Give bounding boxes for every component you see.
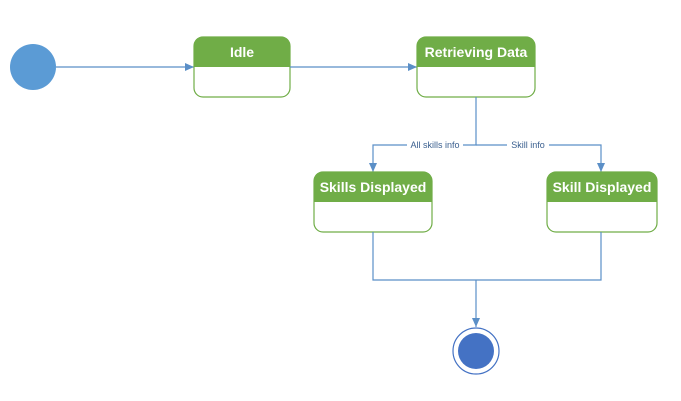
state-retrieving-data-title: Retrieving Data	[425, 44, 528, 60]
initial-node	[10, 44, 56, 90]
state-skill-displayed-title: Skill Displayed	[553, 179, 652, 195]
edge-skill-displayed-to-join	[476, 232, 602, 281]
state-skill-displayed[interactable]: Skill Displayed	[546, 171, 658, 233]
final-node	[452, 327, 500, 375]
edge-skills-displayed-to-join	[372, 232, 476, 281]
state-idle-title: Idle	[230, 44, 254, 60]
edge-retrieving-to-skills-displayed	[369, 97, 477, 172]
edge-label-all-skills-info: All skills info	[410, 140, 459, 150]
edge-label-skill-info: Skill info	[511, 140, 545, 150]
state-skills-displayed-title: Skills Displayed	[320, 179, 427, 195]
state-skills-displayed[interactable]: Skills Displayed	[313, 171, 433, 233]
state-idle[interactable]: Idle	[193, 36, 291, 98]
state-retrieving-data[interactable]: Retrieving Data	[416, 36, 536, 98]
